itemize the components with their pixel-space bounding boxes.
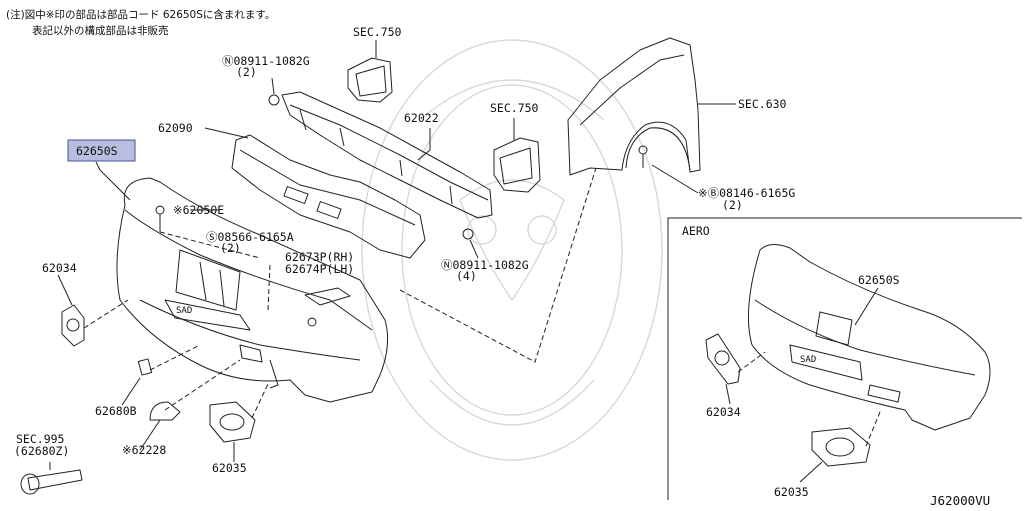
label-62673p: 62673P(RH) bbox=[285, 250, 354, 264]
bumper-reinforcement-62022[interactable] bbox=[281, 91, 493, 219]
label-62050e: ※62050E bbox=[173, 203, 224, 217]
svg-text:SAD: SAD bbox=[176, 306, 192, 316]
label-sec750-mid: SEC.750 bbox=[490, 101, 539, 115]
label-62228: ※62228 bbox=[122, 443, 166, 457]
label-62650s: 62650S bbox=[76, 144, 118, 158]
label-sec995: SEC.995 bbox=[16, 432, 64, 446]
svg-text:SAD: SAD bbox=[800, 355, 816, 365]
label-aero-62034: 62034 bbox=[706, 405, 741, 419]
label-62680z: (62680Z) bbox=[14, 444, 69, 458]
watermark-emblem bbox=[361, 39, 663, 461]
energy-absorber-62090[interactable] bbox=[231, 134, 426, 259]
label-sec750-top: SEC.750 bbox=[353, 25, 402, 39]
note-line-2: 表記以外の構成部品は非販売 bbox=[32, 25, 169, 37]
label-s08566-qty: (2) bbox=[220, 241, 241, 255]
label-diagram-code: J62000VU bbox=[930, 493, 990, 508]
label-62022: 62022 bbox=[404, 111, 439, 125]
part-number-highlight-62650s[interactable] bbox=[67, 139, 136, 162]
aero-fog-cover-62035[interactable] bbox=[811, 427, 871, 467]
bracket-62673p-62674p[interactable] bbox=[304, 287, 351, 306]
label-aero-62035: 62035 bbox=[774, 485, 809, 499]
clip-62050e-icon bbox=[155, 205, 165, 232]
fender-sec630[interactable] bbox=[567, 37, 701, 176]
aero-bumper-62650s[interactable]: SAD bbox=[747, 244, 991, 431]
nut-08911-bot-icon bbox=[462, 228, 474, 240]
label-62680b: 62680B bbox=[95, 404, 137, 418]
label-aero-title: AERO bbox=[682, 224, 710, 238]
label-n08911-bot-qty: (4) bbox=[456, 269, 477, 283]
label-aero-62650s: 62650S bbox=[858, 273, 900, 287]
aero-bracket-62034[interactable] bbox=[705, 333, 741, 385]
label-n08911-top: Ⓝ08911-1082G bbox=[222, 54, 310, 68]
label-62035: 62035 bbox=[212, 461, 247, 475]
hook-62228[interactable] bbox=[149, 401, 181, 421]
bracket-sec750-mid[interactable] bbox=[493, 137, 541, 193]
front-bumper-62650s[interactable]: SAD bbox=[116, 177, 389, 403]
bolt-08146-icon bbox=[638, 145, 648, 168]
label-b08146-qty: (2) bbox=[722, 198, 743, 212]
cover-62680b[interactable] bbox=[137, 358, 153, 376]
aero-box-frame bbox=[667, 217, 1022, 500]
label-sec630: SEC.630 bbox=[738, 97, 787, 111]
label-62034: 62034 bbox=[42, 261, 77, 275]
fog-cover-62035[interactable] bbox=[209, 401, 256, 443]
bracket-sec750-top[interactable] bbox=[347, 57, 393, 103]
label-n08911-bot: Ⓝ08911-1082G bbox=[441, 258, 529, 272]
label-b08146: ※Ⓑ08146-6165G bbox=[698, 186, 795, 200]
screw-08566-icon bbox=[307, 317, 317, 327]
label-62674p: 62674P(LH) bbox=[285, 262, 354, 276]
dashed-connector bbox=[399, 167, 597, 363]
label-n08911-top-qty: (2) bbox=[236, 65, 257, 79]
label-s08566: Ⓢ08566-6165A bbox=[206, 230, 294, 244]
label-62090: 62090 bbox=[158, 121, 193, 135]
nut-08911-top-icon bbox=[268, 94, 280, 106]
bracket-62034[interactable] bbox=[61, 304, 85, 347]
tow-hook-sec995[interactable] bbox=[20, 469, 83, 495]
note-line-1: (注)図中※印の部品は部品コード 62650Sに含まれます。 bbox=[6, 9, 276, 21]
